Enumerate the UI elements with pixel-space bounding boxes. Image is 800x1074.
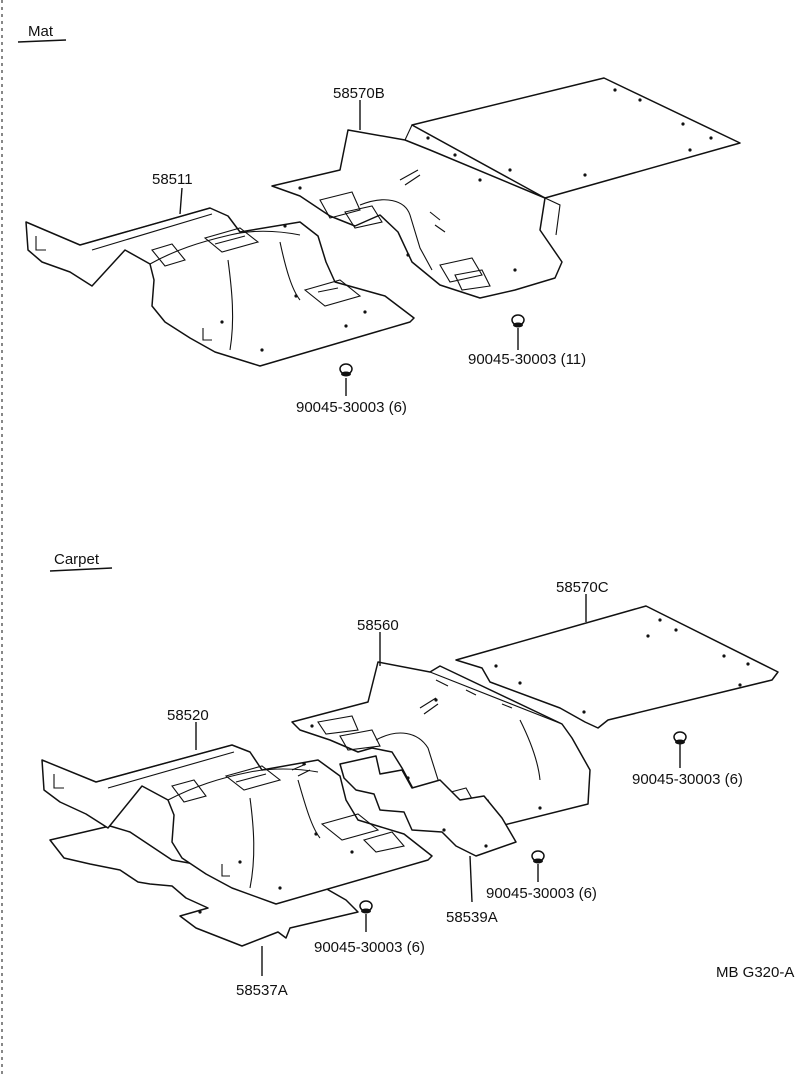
- carpet-clip-front-icon: [359, 900, 373, 914]
- label-carpet-clip-front: 90045-30003 (6): [314, 939, 425, 956]
- carpet-rear-part: [455, 605, 779, 729]
- figure-code: MB G320-A: [716, 964, 794, 981]
- label-58560: 58560: [357, 617, 399, 634]
- carpet-pad-mid-part: [339, 755, 517, 857]
- label-mat-clip-front: 90045-30003 (6): [296, 399, 407, 416]
- carpet-front-part: [41, 744, 433, 905]
- mat-rear-part: [271, 77, 741, 299]
- carpet-section: Carpet: [41, 551, 794, 999]
- mat-front-part: [25, 207, 415, 367]
- label-58539A: 58539A: [446, 909, 498, 926]
- label-58520: 58520: [167, 707, 209, 724]
- mat-clip-front-icon: [339, 363, 353, 377]
- label-mat-clip-rear: 90045-30003 (11): [468, 351, 586, 368]
- mat-section: Mat: [17, 23, 741, 416]
- label-carpet-clip-rear: 90045-30003 (6): [632, 771, 743, 788]
- mat-section-title: Mat: [28, 23, 54, 40]
- carpet-clip-rear-icon: [673, 731, 687, 745]
- label-58537A: 58537A: [236, 982, 288, 999]
- label-58570B: 58570B: [333, 85, 385, 102]
- label-58511: 58511: [152, 171, 193, 188]
- carpet-section-title: Carpet: [54, 551, 100, 568]
- label-carpet-clip-mid: 90045-30003 (6): [486, 885, 597, 902]
- label-58570C: 58570C: [556, 579, 609, 596]
- mat-clip-rear-icon: [511, 314, 525, 328]
- carpet-clip-mid-icon: [531, 850, 545, 864]
